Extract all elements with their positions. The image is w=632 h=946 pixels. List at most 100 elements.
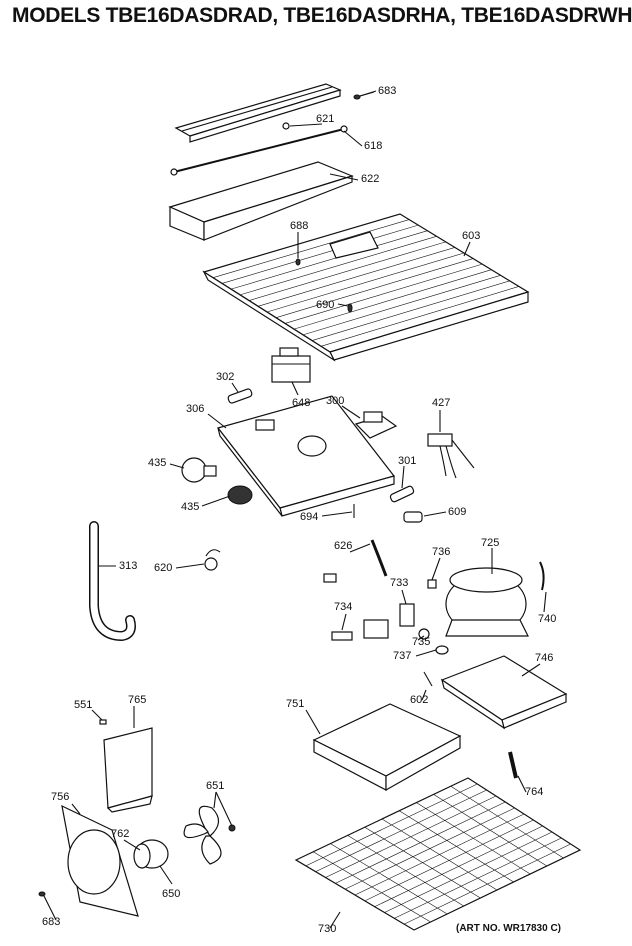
callout-306: 306 [186, 403, 204, 415]
leader-line [415, 649, 437, 657]
leader-line [213, 791, 217, 809]
leader-line [521, 663, 541, 677]
part-650-fan-motor [133, 839, 169, 869]
part-740-clip [539, 561, 545, 591]
part-301-bolt [389, 485, 415, 503]
shelf-surface-line [257, 247, 455, 307]
leader-line [349, 543, 371, 553]
shelf-surface-line [311, 280, 510, 341]
callout-746: 746 [535, 652, 553, 664]
condenser-wire-column [381, 818, 498, 891]
part-737-grommet [435, 645, 449, 655]
callout-651: 651 [206, 780, 224, 792]
part-688-screw [295, 258, 301, 266]
leader-line [401, 589, 407, 605]
leader-line [305, 709, 321, 735]
callout-435-bulb: 435 [148, 457, 166, 469]
part-765-panel [103, 727, 153, 813]
callout-730: 730 [318, 923, 336, 935]
callout-690: 690 [316, 299, 334, 311]
leader-line [201, 495, 231, 507]
part-602-screw [423, 671, 433, 687]
callout-labels: 683 621 618 622 688 603 690 302 648 300 … [42, 85, 556, 935]
part-313-drain-tube [89, 521, 136, 642]
shelf-surface-line [248, 241, 446, 301]
leader-line [175, 563, 205, 569]
leader-line [463, 241, 471, 257]
callout-751: 751 [286, 698, 304, 710]
part-730-condenser [294, 777, 582, 931]
leader-line [123, 839, 141, 851]
part-735-cap [418, 628, 430, 640]
callout-688: 688 [290, 220, 308, 232]
part-725-compressor [445, 567, 529, 637]
callout-737: 737 [393, 650, 411, 662]
callout-618: 618 [364, 140, 382, 152]
part-751-drain-pan [312, 703, 462, 792]
part-736-clip [427, 579, 437, 589]
art-number: (ART NO. WR17830 C) [456, 923, 562, 934]
part-302-socket [227, 388, 253, 404]
models-title: MODELS TBE16DASDRAD, TBE16DASDRHA, TBE16… [12, 4, 632, 27]
shelf-surface-line [266, 252, 465, 313]
condenser-wire-column [416, 802, 531, 875]
callout-648: 648 [292, 397, 310, 409]
part-300-switch [354, 411, 398, 439]
leader-line [337, 303, 349, 307]
leader-line [359, 90, 377, 97]
leader-line [341, 405, 361, 419]
part-306-control-housing [216, 395, 396, 517]
part-756-shroud [61, 804, 139, 917]
callout-leader-lines [43, 90, 547, 929]
leader-line [329, 173, 359, 181]
callout-683-top: 683 [378, 85, 396, 97]
leader-line [71, 803, 81, 815]
part-734-overload [331, 619, 389, 641]
part-733-relay [399, 603, 415, 627]
callout-650: 650 [162, 888, 180, 900]
callout-620: 620 [154, 562, 172, 574]
part-651-fan-blade [183, 805, 236, 865]
leader-line [423, 511, 447, 517]
callout-736: 736 [432, 546, 450, 558]
part-603-shelf [202, 213, 530, 362]
shelf-surface-line [320, 286, 519, 347]
part-621-rail [174, 83, 342, 143]
callout-762: 762 [111, 828, 129, 840]
part-764-bracket [508, 751, 518, 779]
condenser-wire-column [347, 835, 464, 907]
callout-764: 764 [525, 786, 543, 798]
leader-line [517, 775, 527, 793]
condenser-wire-column [399, 810, 514, 883]
condenser-wire-column [364, 826, 481, 899]
condenser-wire-column [330, 843, 448, 915]
callout-603: 603 [462, 230, 480, 242]
callout-435-knob: 435 [181, 501, 199, 513]
leader-line [43, 895, 57, 921]
leader-line [159, 865, 173, 885]
part-435-knob [227, 485, 253, 505]
callout-301: 301 [398, 455, 416, 467]
leader-line [401, 465, 405, 489]
callout-621: 621 [316, 113, 334, 125]
shelf-surface-line [239, 235, 437, 296]
callout-300: 300 [326, 395, 344, 407]
part-648-thermostat [271, 347, 311, 383]
callout-733: 733 [390, 577, 408, 589]
leader-line [321, 511, 353, 517]
condenser-wire-column [450, 785, 564, 859]
shelf-surface-line [293, 269, 492, 330]
leader-line [343, 130, 363, 147]
callout-302: 302 [216, 371, 234, 383]
part-551-clip [99, 719, 107, 725]
callout-602: 602 [410, 694, 428, 706]
shelf-surface-line [212, 219, 410, 279]
part-609-grommet [403, 511, 423, 523]
shelf-surface-line [284, 263, 483, 324]
part-690-screw [347, 303, 353, 313]
condenser-wire-column [313, 851, 431, 923]
part-626-wire [323, 539, 388, 583]
shelf-surface-line [221, 224, 419, 284]
part-620-fitting [204, 549, 221, 571]
